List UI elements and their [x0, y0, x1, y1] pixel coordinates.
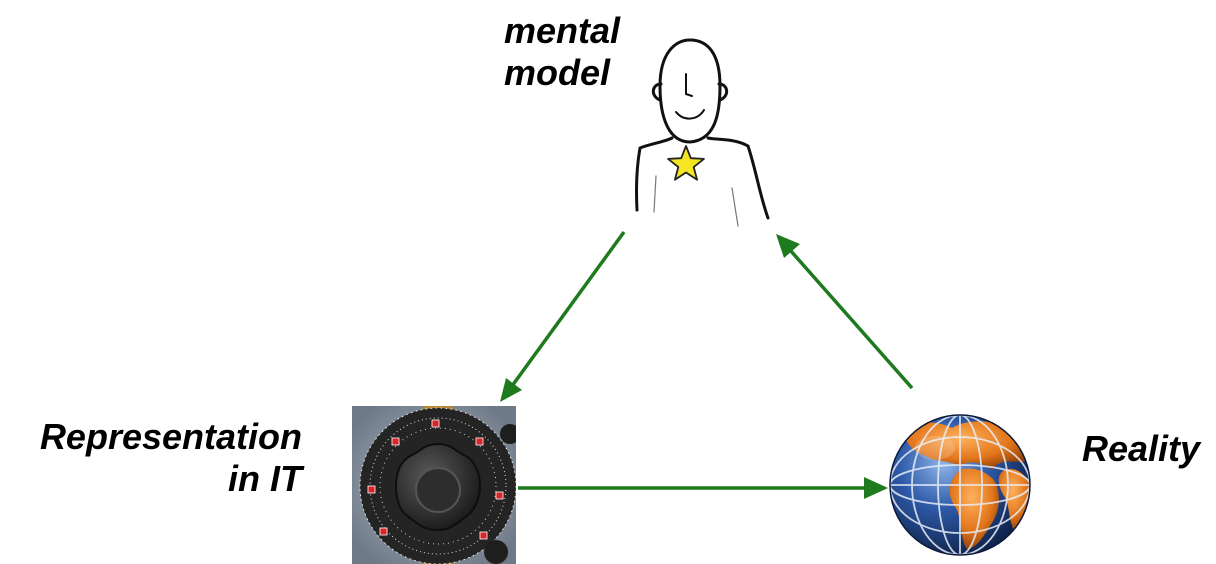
- representation-line1: Representation: [39, 416, 302, 457]
- arrowhead-reality: [864, 477, 888, 499]
- person-left-torso: [653, 175, 657, 213]
- arrows: [500, 230, 914, 499]
- star-icon: [667, 145, 705, 181]
- arrow-reality-to-mental: [788, 248, 914, 390]
- arrowhead-representation: [500, 378, 522, 402]
- person-head: [658, 38, 722, 144]
- arrowhead-mental: [776, 234, 800, 258]
- arrow-mental-to-representation: [510, 230, 626, 388]
- mental-model-line1: mental: [504, 10, 621, 51]
- person-left-ear: [651, 82, 663, 102]
- person-right-shoulder: [706, 136, 770, 220]
- person-left-shoulder: [634, 136, 674, 212]
- representation-label: Representation in IT: [40, 416, 302, 500]
- mental-model-label: mental model: [504, 10, 620, 94]
- representation-line2: in IT: [228, 458, 302, 499]
- person-right-ear: [717, 82, 729, 102]
- globe-icon: [889, 414, 1031, 556]
- globe-land-north: [904, 421, 1027, 470]
- mental-model-line2: model: [504, 52, 611, 93]
- rotary-dial-icon: [352, 406, 516, 564]
- person-right-torso: [731, 187, 739, 227]
- person-nose: [685, 73, 693, 97]
- person-with-star-icon: [634, 38, 770, 227]
- reality-label: Reality: [1082, 428, 1201, 469]
- person-smile: [675, 109, 705, 120]
